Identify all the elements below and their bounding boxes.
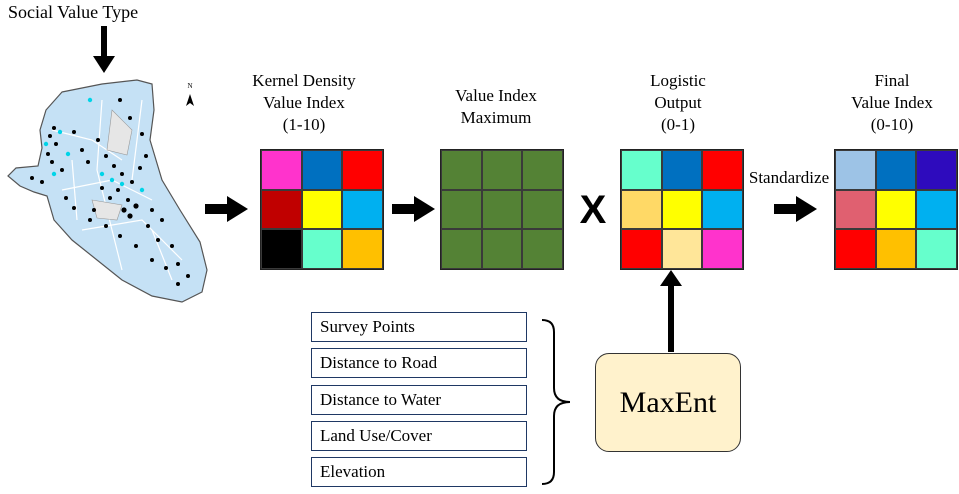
grid-cell — [301, 189, 343, 230]
final-value-index-grid — [834, 149, 958, 270]
up-arrow-icon — [660, 270, 682, 352]
grid-cell — [702, 150, 743, 190]
logistic-output-grid — [620, 149, 744, 270]
grid-cell — [441, 229, 482, 269]
grid-cell — [916, 189, 957, 230]
logistic-output-title: Logistic Output (0-1) — [614, 70, 742, 136]
grid-cell — [835, 229, 876, 269]
grid-cell — [661, 150, 703, 190]
grid-cell — [261, 189, 302, 230]
grid-cell — [261, 229, 302, 269]
maxent-box: MaxEnt — [595, 353, 741, 452]
curly-brace-icon — [541, 319, 571, 485]
grid-cell — [702, 189, 743, 230]
grid-cell — [875, 229, 917, 269]
grid-cell — [835, 150, 876, 190]
input-elevation: Elevation — [311, 457, 527, 487]
right-arrow-icon — [392, 196, 435, 222]
grid-cell — [342, 150, 383, 190]
grid-cell — [875, 189, 917, 230]
title-line: Value Index — [455, 86, 537, 105]
standardize-label: Standardize — [748, 168, 830, 187]
social-value-type-label: Social Value Type — [8, 2, 139, 22]
title-line: Output — [654, 93, 702, 112]
grid-cell — [301, 229, 343, 269]
grid-cell — [481, 150, 523, 190]
grid-cell — [481, 189, 523, 230]
grid-cell — [441, 189, 482, 230]
kernel-density-grid — [260, 149, 384, 270]
grid-cell — [342, 229, 383, 269]
grid-cell — [621, 189, 662, 230]
study-area-map — [7, 79, 208, 303]
grid-cell — [621, 150, 662, 190]
input-distance-to-road: Distance to Road — [311, 348, 527, 378]
north-label: N — [187, 82, 193, 90]
title-line: (0-1) — [661, 115, 695, 134]
grid-cell — [835, 189, 876, 230]
right-arrow-icon — [774, 196, 817, 222]
grid-cell — [522, 189, 563, 230]
grid-cell — [261, 150, 302, 190]
grid-cell — [916, 229, 957, 269]
grid-cell — [522, 229, 563, 269]
grid-cell — [916, 150, 957, 190]
grid-cell — [441, 150, 482, 190]
title-line: Value Index — [851, 93, 933, 112]
grid-cell — [661, 229, 703, 269]
title-line: Maximum — [460, 108, 532, 127]
value-index-maximum-title: Value Index Maximum — [432, 85, 560, 129]
down-arrow-icon — [93, 26, 115, 73]
grid-cell — [875, 150, 917, 190]
grid-cell — [301, 150, 343, 190]
title-line: Value Index — [263, 93, 345, 112]
grid-cell — [702, 229, 743, 269]
grid-cell — [342, 189, 383, 230]
title-line: Kernel Density — [252, 71, 356, 90]
grid-cell — [621, 229, 662, 269]
grid-cell — [661, 189, 703, 230]
title-line: Logistic — [650, 71, 706, 90]
right-arrow-icon — [205, 196, 248, 222]
kernel-density-title: Kernel Density Value Index (1-10) — [240, 70, 368, 136]
grid-cell — [481, 229, 523, 269]
title-line: Final — [874, 71, 910, 90]
input-land-use-cover: Land Use/Cover — [311, 421, 527, 451]
multiply-symbol: X — [579, 188, 607, 232]
north-arrow-icon — [186, 94, 194, 106]
grid-cell — [522, 150, 563, 190]
title-line: (1-10) — [282, 115, 326, 134]
value-index-maximum-grid — [440, 149, 564, 270]
input-distance-to-water: Distance to Water — [311, 385, 527, 415]
final-value-index-title: Final Value Index (0-10) — [828, 70, 956, 136]
input-survey-points: Survey Points — [311, 312, 527, 342]
title-line: (0-10) — [870, 115, 914, 134]
